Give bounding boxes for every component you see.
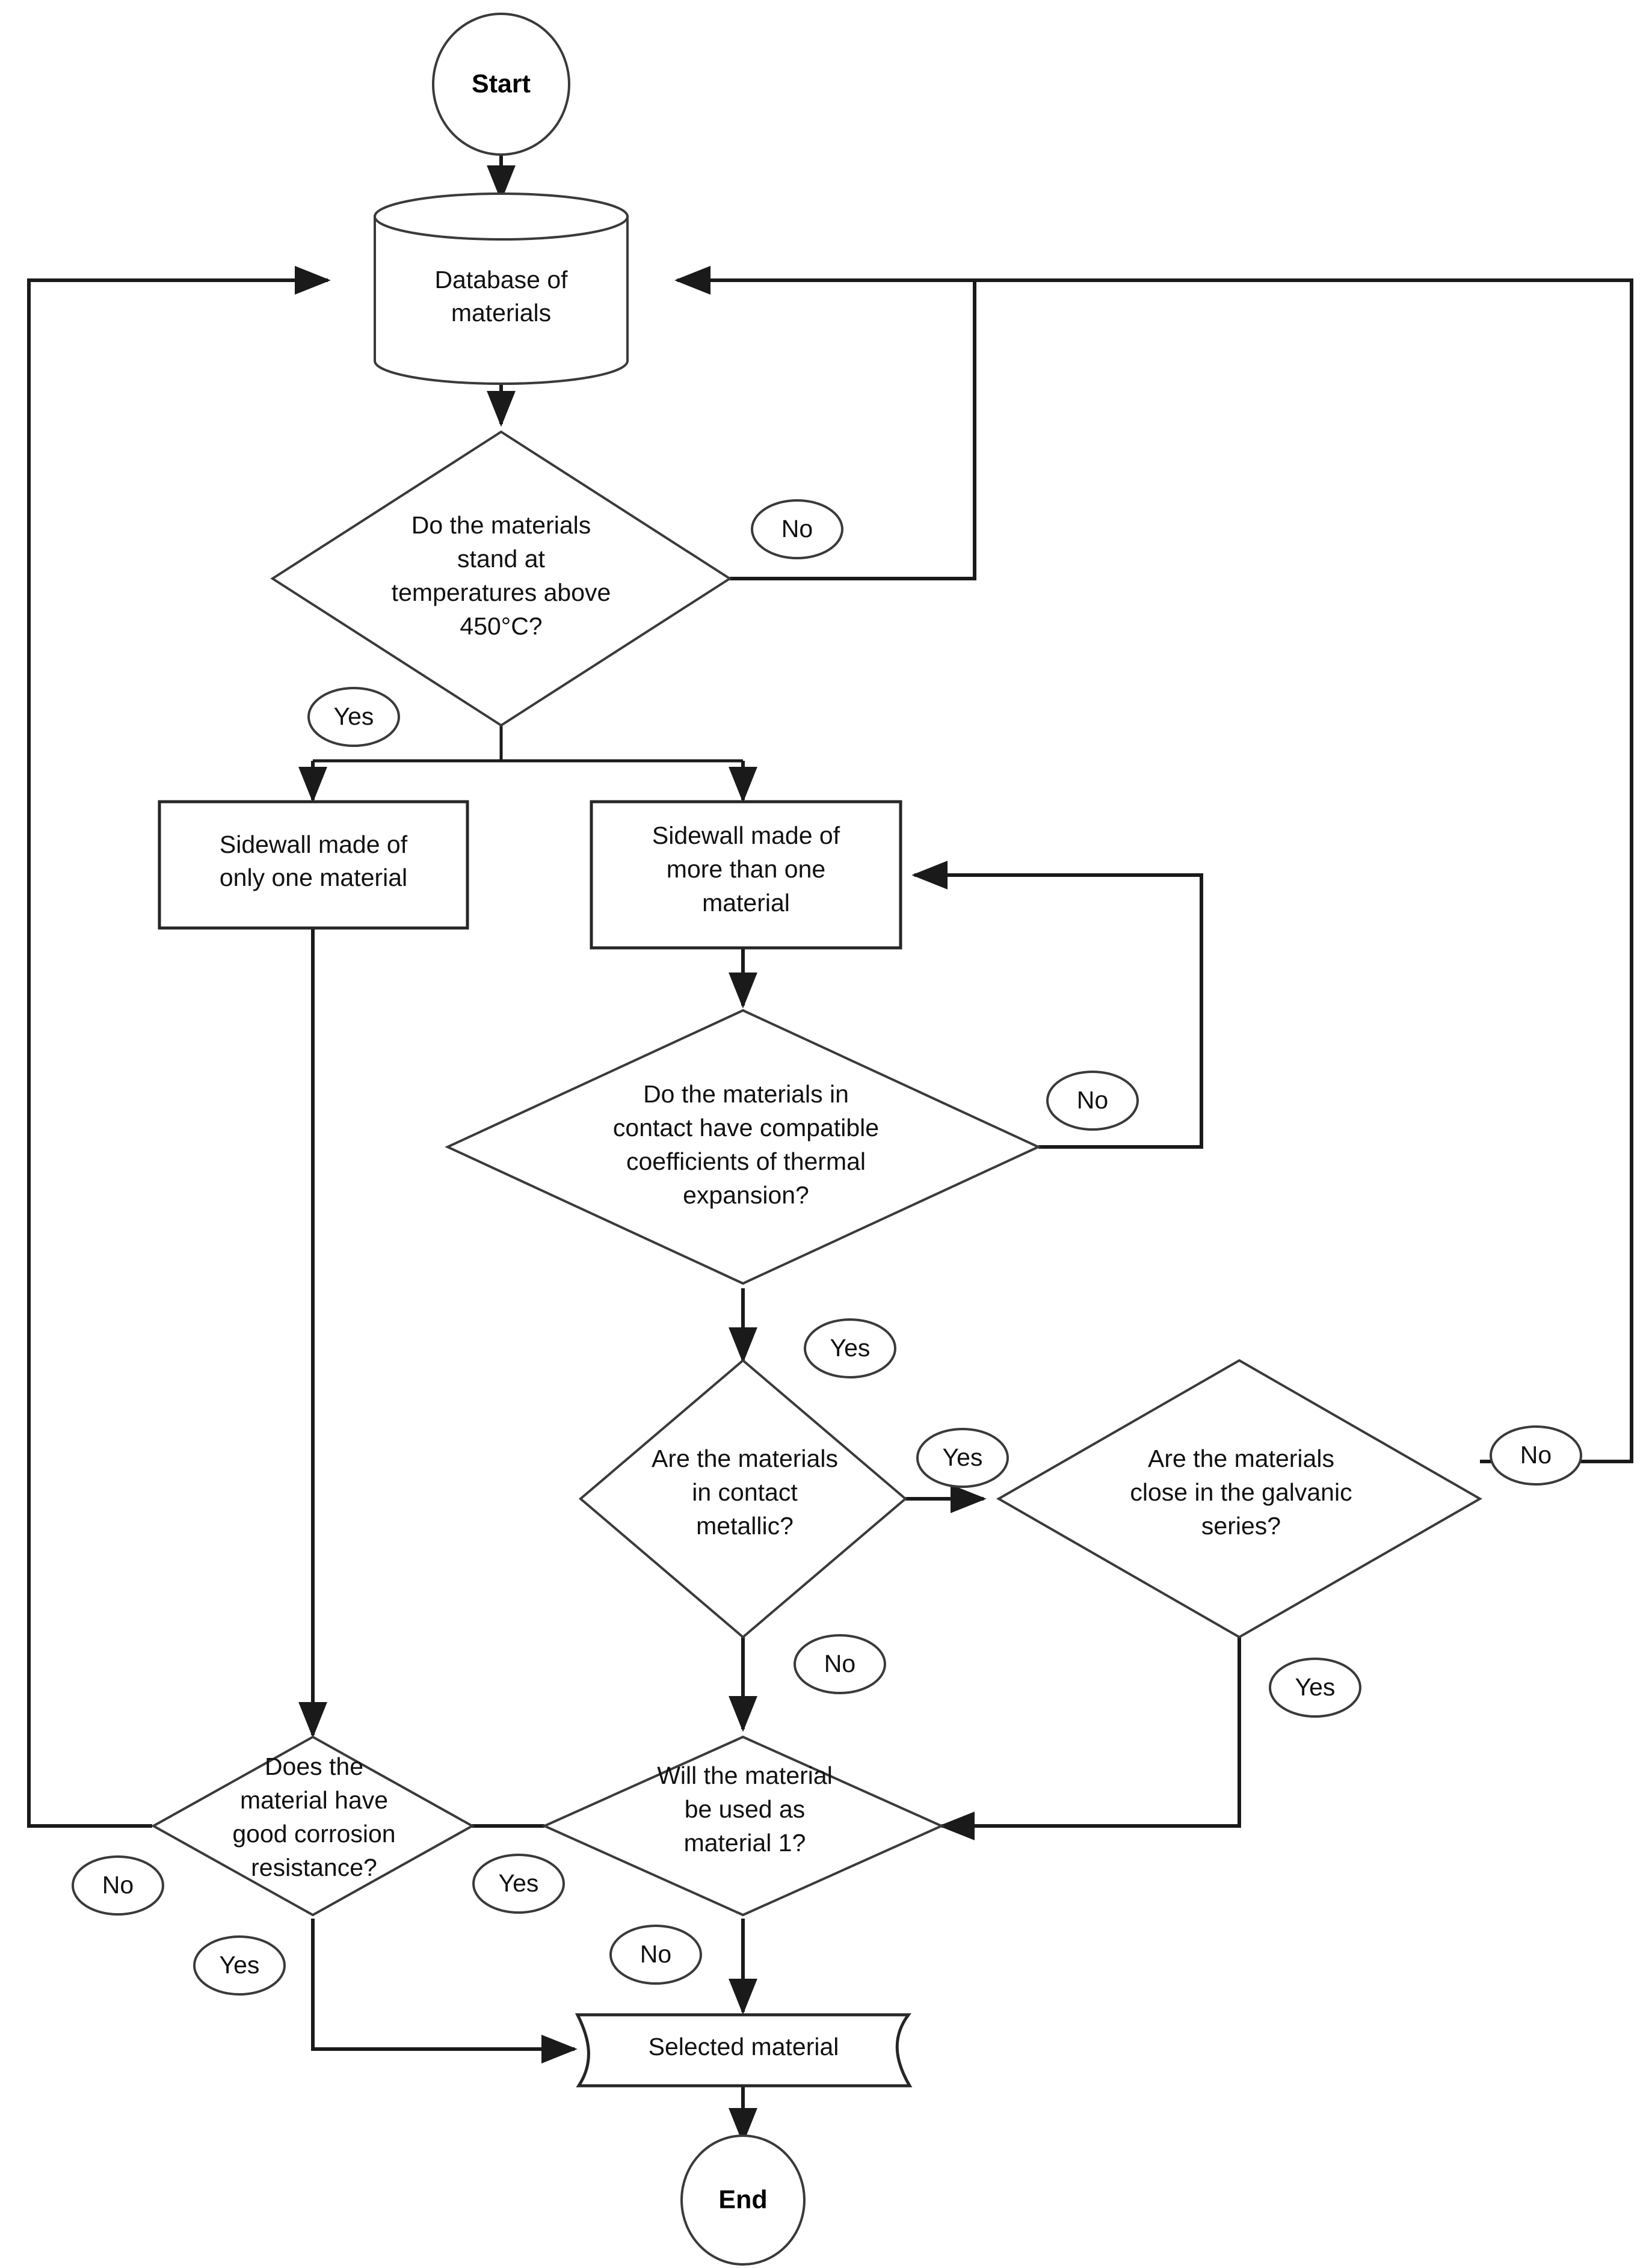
metallic-decision-line3: metallic? — [696, 1512, 794, 1540]
multi-material-line3: material — [702, 889, 790, 917]
edge-corrosion-yes-to-selected — [311, 1919, 578, 2064]
node-corrosion-decision: Does the material have good corrosion re… — [150, 1735, 475, 1917]
corrosion-decision-line2: material have — [240, 1786, 388, 1814]
node-metallic-decision: Are the materials in contact metallic? — [578, 1359, 908, 1639]
node-temp-decision: Do the materials stand at temperatures a… — [270, 430, 732, 727]
node-cte-decision: Do the materials in contact have compati… — [445, 1009, 1041, 1285]
temp-decision-line4: 450°C? — [460, 612, 542, 640]
corrosion-no-label: No — [102, 1871, 134, 1899]
temp-decision-line3: temperatures above — [392, 579, 611, 606]
corrosion-decision-line3: good corrosion — [232, 1820, 395, 1848]
edge-cte-no-to-multi-material — [911, 861, 1203, 1149]
temp-decision-line1: Do the materials — [411, 511, 591, 539]
one-material-line2: only one material — [220, 864, 407, 891]
edge-corrosion-no-to-database — [27, 266, 331, 1828]
galvanic-decision-line1: Are the materials — [1148, 1445, 1334, 1472]
node-one-material: Sidewall made of only one material — [158, 800, 469, 930]
edge-label-cte-no: No — [1046, 1071, 1139, 1131]
cte-decision-line3: coefficients of thermal — [626, 1148, 866, 1175]
one-material-line1: Sidewall made of — [220, 831, 408, 858]
cte-decision-line1: Do the materials in — [643, 1080, 849, 1108]
end-label: End — [718, 2185, 767, 2214]
cte-decision-line2: contact have compatible — [613, 1114, 879, 1142]
galvanic-no-label: No — [1520, 1441, 1552, 1469]
metallic-decision-line2: in contact — [692, 1478, 798, 1506]
node-material1-decision: Will the material be used as material 1? — [541, 1735, 945, 1917]
multi-material-line1: Sidewall made of — [652, 822, 840, 849]
edge-label-corrosion-no: No — [72, 1855, 164, 1916]
edge-label-galvanic-yes: Yes — [1269, 1658, 1361, 1718]
edge-label-temp-no: No — [751, 499, 843, 559]
galvanic-decision-line3: series? — [1201, 1512, 1281, 1540]
node-end: End — [680, 2134, 806, 2266]
node-multi-material: Sidewall made of more than one material — [590, 800, 902, 950]
start-label: Start — [472, 69, 531, 98]
edge-label-metallic-yes: Yes — [916, 1428, 1009, 1488]
node-start: Start — [432, 13, 570, 156]
edge-label-corrosion-yes-right: Yes — [472, 1854, 565, 1914]
cte-yes-label: Yes — [830, 1334, 871, 1362]
corrosion-yes-bottom-label: Yes — [220, 1951, 260, 1979]
material1-no-label: No — [640, 1940, 671, 1968]
metallic-yes-label: Yes — [943, 1443, 983, 1471]
material1-decision-line2: be used as — [685, 1795, 806, 1823]
temp-decision-line2: stand at — [457, 545, 545, 573]
node-galvanic-decision: Are the materials close in the galvanic … — [996, 1359, 1483, 1639]
edge-label-material1-no: No — [609, 1925, 702, 1985]
edge-label-corrosion-yes-bottom: Yes — [193, 1935, 286, 1996]
database-label-line2: materials — [451, 299, 551, 327]
material1-decision-line1: Will the material — [657, 1762, 833, 1789]
selected-material-label: Selected material — [649, 2033, 839, 2061]
metallic-decision-line1: Are the materials — [652, 1445, 838, 1472]
corrosion-yes-right-label: Yes — [499, 1869, 539, 1897]
edge-label-cte-yes: Yes — [804, 1318, 896, 1378]
galvanic-decision-line2: close in the galvanic — [1130, 1478, 1352, 1506]
temp-yes-label: Yes — [334, 702, 374, 730]
corrosion-decision-line1: Does the — [265, 1753, 363, 1780]
metallic-no-label: No — [824, 1650, 855, 1677]
edge-label-temp-yes: Yes — [307, 687, 400, 747]
corrosion-decision-line4: resistance? — [251, 1854, 377, 1881]
edge-label-metallic-no: No — [794, 1634, 886, 1694]
node-database: Database of materials — [374, 192, 629, 385]
cte-decision-line4: expansion? — [683, 1181, 809, 1209]
temp-no-label: No — [781, 515, 813, 542]
node-selected-material: Selected material — [575, 2013, 913, 2088]
multi-material-line2: more than one — [667, 855, 825, 883]
database-label-line1: Database of — [434, 266, 568, 293]
material1-decision-line3: material 1? — [684, 1829, 806, 1857]
cte-no-label: No — [1077, 1086, 1108, 1114]
edge-galvanic-yes-to-material1 — [938, 1608, 1241, 1840]
galvanic-yes-label: Yes — [1295, 1673, 1336, 1701]
edge-label-galvanic-no: No — [1490, 1425, 1582, 1486]
